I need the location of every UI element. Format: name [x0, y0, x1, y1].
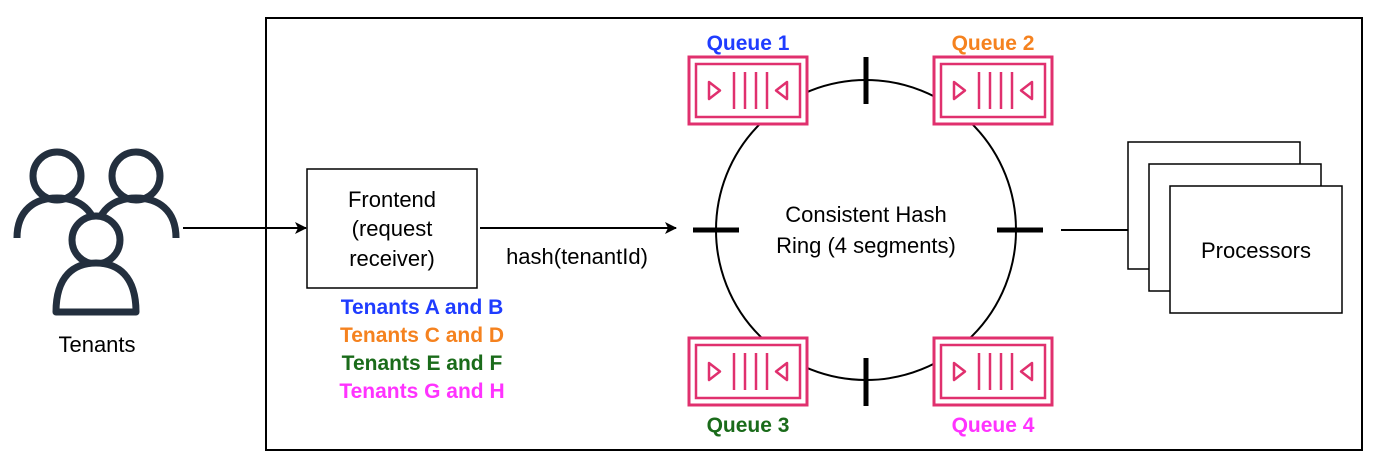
- queue-4-label: Queue 4: [952, 414, 1035, 437]
- queue-1-icon: [687, 55, 809, 126]
- ring-label-line-1: Consistent Hash: [785, 202, 946, 227]
- queue-2-icon: [932, 55, 1054, 126]
- frontend-line-3: receiver): [349, 246, 435, 271]
- frontend-line-2: (request: [352, 216, 433, 241]
- queue-1-label: Queue 1: [707, 32, 790, 55]
- tenant-group-gh: Tenants G and H: [339, 380, 504, 403]
- queue-4-icon: [932, 336, 1054, 407]
- system-boundary: [265, 17, 1363, 451]
- frontend-box: [306, 168, 478, 289]
- queue-3-label: Queue 3: [707, 414, 790, 437]
- tenants-icon: [13, 148, 180, 316]
- frontend-line-1: Frontend: [348, 187, 436, 212]
- tenant-group-cd: Tenants C and D: [340, 324, 504, 347]
- tenants-label: Tenants: [58, 332, 135, 357]
- queue-2-label: Queue 2: [952, 32, 1035, 55]
- tenant-group-ab: Tenants A and B: [341, 296, 504, 319]
- hash-label: hash(tenantId): [506, 244, 648, 269]
- processors-stack: [1127, 141, 1343, 314]
- ring-label-line-2: Ring (4 segments): [776, 233, 956, 258]
- processors-label: Processors: [1201, 238, 1311, 263]
- tenant-group-ef: Tenants E and F: [342, 352, 503, 375]
- queue-3-icon: [687, 336, 809, 407]
